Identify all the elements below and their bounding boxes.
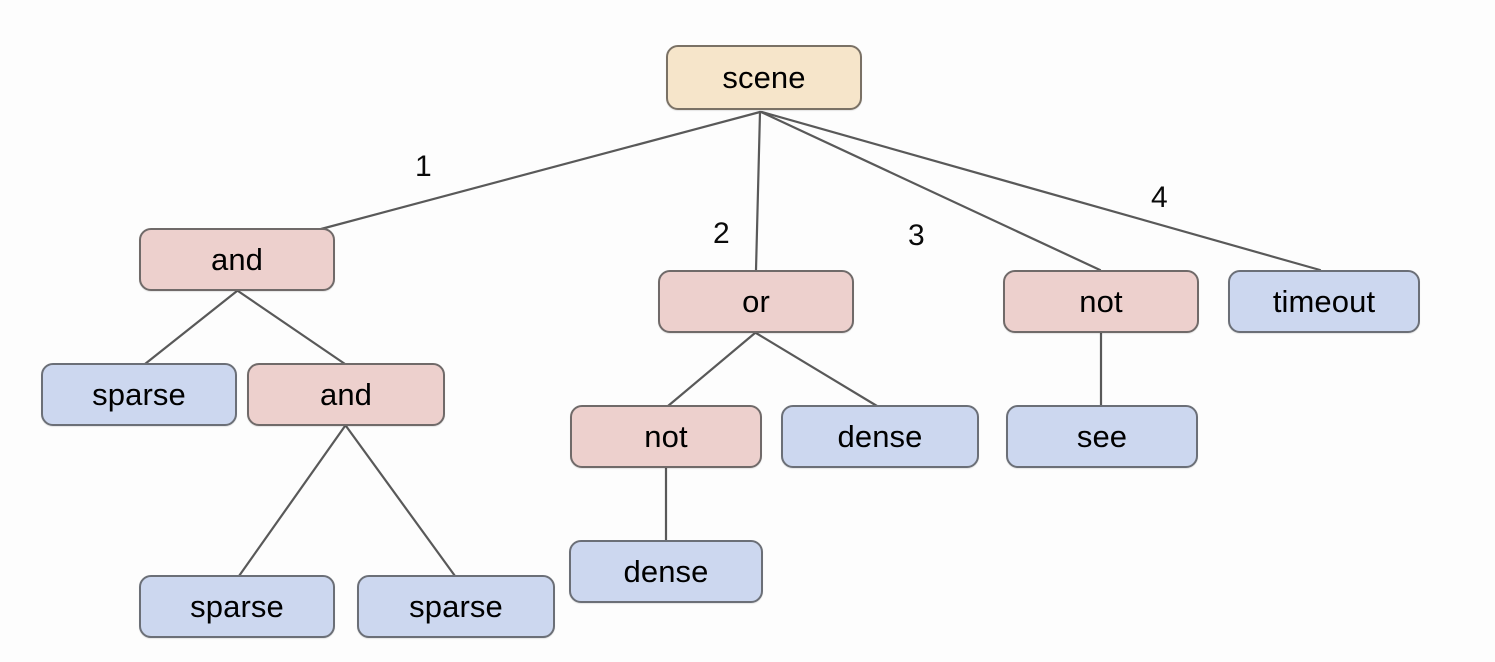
tree-node-dense1[interactable]: dense (781, 405, 979, 468)
tree-node-label: timeout (1272, 284, 1376, 319)
tree-node-sparse3[interactable]: sparse (357, 575, 555, 638)
tree-node-label: not (1079, 284, 1123, 319)
tree-edge-scene-or1 (754, 110, 762, 272)
tree-edge-and2-sparse3 (344, 424, 457, 578)
tree-edge-and2-sparse2 (237, 424, 347, 578)
tree-node-or1[interactable]: or (658, 270, 854, 333)
tree-node-label: and (319, 377, 373, 412)
edge-label-4: 4 (1151, 181, 1168, 214)
tree-edge-scene-timeout1 (760, 110, 1322, 272)
tree-edge-and1-sparse1 (143, 289, 239, 366)
edge-label-3: 3 (908, 219, 925, 252)
tree-node-label: or (742, 284, 770, 319)
tree-node-label: not (644, 419, 688, 454)
tree-node-label: sparse (92, 377, 186, 412)
tree-node-label: dense (837, 419, 923, 454)
tree-edge-scene-not1 (759, 110, 1102, 272)
tree-edge-or1-not2 (666, 331, 757, 408)
tree-edge-scene-and1 (319, 110, 762, 231)
tree-node-scene[interactable]: scene (666, 45, 862, 110)
tree-node-label: see (1076, 419, 1128, 454)
tree-node-see1[interactable]: see (1006, 405, 1198, 468)
edge-label-2: 2 (713, 217, 730, 250)
tree-node-label: scene (722, 60, 806, 95)
tree-node-label: dense (623, 554, 709, 589)
tree-node-label: sparse (409, 589, 503, 624)
tree-node-sparse2[interactable]: sparse (139, 575, 335, 638)
tree-node-timeout1[interactable]: timeout (1228, 270, 1420, 333)
tree-node-label: and (210, 242, 264, 277)
tree-node-and1[interactable]: and (139, 228, 335, 291)
tree-node-not1[interactable]: not (1003, 270, 1199, 333)
tree-node-label: sparse (190, 589, 284, 624)
tree-node-sparse1[interactable]: sparse (41, 363, 237, 426)
tree-node-dense2[interactable]: dense (569, 540, 763, 603)
tree-node-and2[interactable]: and (247, 363, 445, 426)
tree-edge-or1-dense1 (754, 331, 879, 408)
tree-edge-and1-and2 (236, 289, 347, 366)
tree-node-not2[interactable]: not (570, 405, 762, 468)
edge-label-1: 1 (415, 150, 432, 183)
